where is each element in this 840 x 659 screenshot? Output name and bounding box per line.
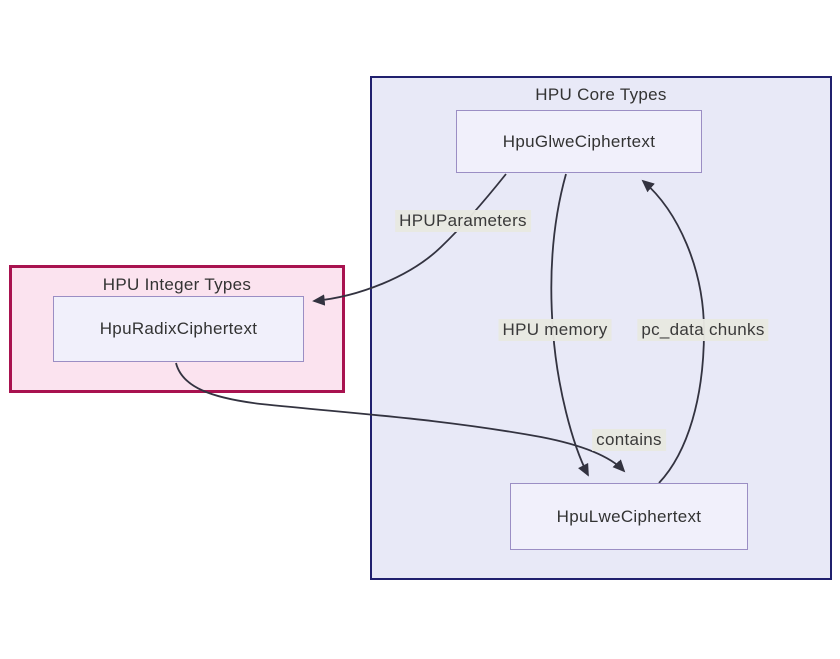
edge-label-hpu-memory: HPU memory — [498, 319, 612, 341]
node-hpulweciphertext: HpuLweCiphertext — [510, 483, 748, 550]
edge-radix-to-lwe-contains — [175, 362, 626, 473]
group-title-hpu-integer-types: HPU Integer Types — [102, 275, 252, 294]
node-hpuradixciphertext: HpuRadixCiphertext — [53, 296, 304, 362]
edge-label-contains: contains — [592, 429, 666, 451]
node-hpuglweciphertext: HpuGlweCiphertext — [456, 110, 702, 173]
group-title-hpu-core-types: HPU Core Types — [535, 85, 667, 104]
edge-label-pc-data-chunks: pc_data chunks — [637, 319, 769, 341]
node-label-hpuradixciphertext: HpuRadixCiphertext — [99, 319, 258, 338]
node-label-hpulweciphertext: HpuLweCiphertext — [556, 506, 702, 526]
edge-glwe-to-radix-hpuparameters — [312, 173, 507, 306]
edge-label-hpuparameters: HPUParameters — [395, 210, 531, 232]
node-label-hpuglweciphertext: HpuGlweCiphertext — [502, 131, 656, 151]
